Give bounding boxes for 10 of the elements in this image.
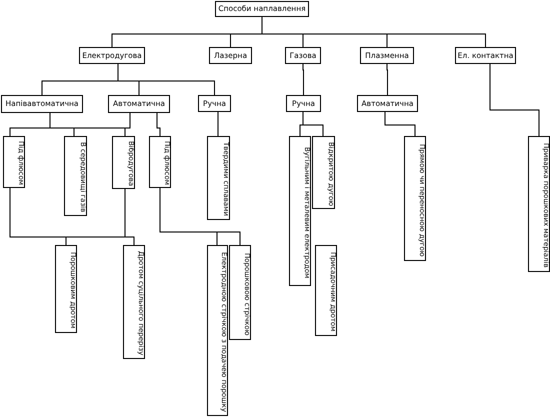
connector-line [384,112,416,136]
connector-line [124,188,134,246]
connector-line [302,64,304,96]
connector-line [118,64,215,96]
connector-line [262,16,486,48]
connector-line [160,188,240,246]
connector-line [386,64,388,96]
connector-line [490,64,540,136]
connector-line [124,112,130,136]
connector-line [156,112,160,136]
